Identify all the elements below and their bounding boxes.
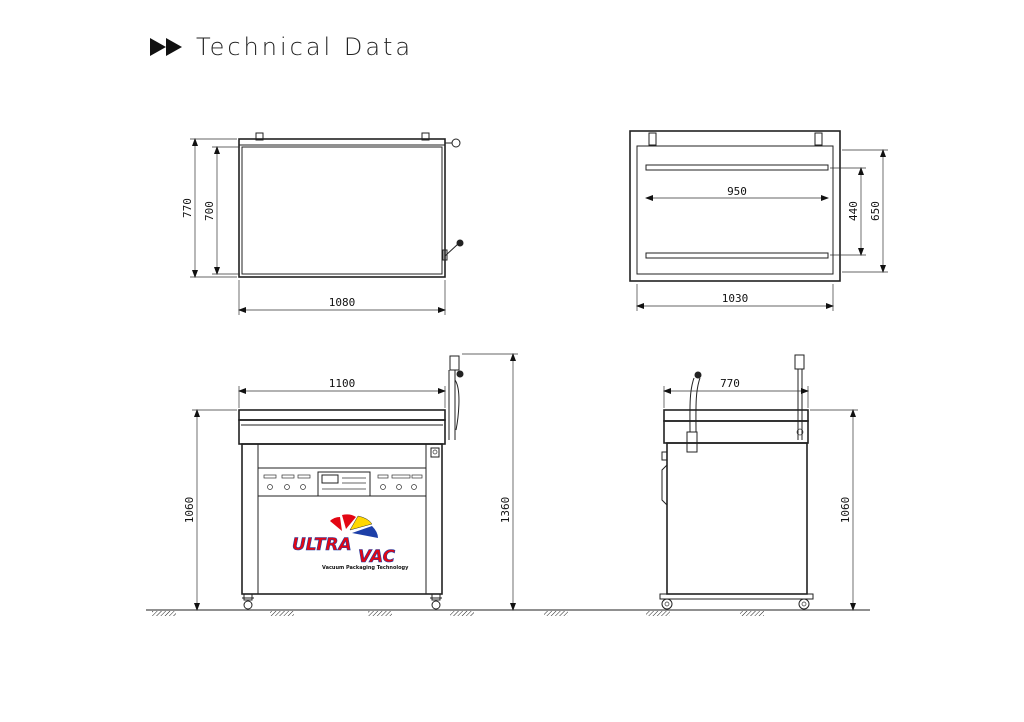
- page-title: Technical Data: [196, 33, 414, 61]
- logo-brand-ultra: ULTRA: [292, 535, 352, 555]
- side-view-dimensions: 770 1060: [663, 377, 858, 611]
- dim-lid-bar-length: 950: [727, 185, 747, 198]
- page-header: Technical Data: [148, 30, 413, 64]
- front-view: [238, 355, 464, 610]
- top-view-dimensions: 770 700 1080: [181, 138, 446, 315]
- dim-top-depth-outer: 770: [181, 198, 194, 218]
- dim-lid-height: 650: [869, 201, 882, 221]
- dim-side-height: 1060: [839, 497, 852, 524]
- dim-front-height: 1060: [183, 497, 196, 524]
- lid-view: [629, 130, 841, 282]
- dim-lid-width: 1030: [722, 292, 749, 305]
- lid-view-dimensions: 950 440 650 1030: [636, 149, 888, 311]
- top-view: [238, 132, 464, 278]
- front-view-dimensions: 1100 1060 1360: [183, 353, 518, 611]
- dim-front-height-open: 1360: [499, 497, 512, 524]
- ultravac-logo: ULTRA VAC Vacuum Packaging Technology: [292, 514, 409, 571]
- logo-brand-vac: VAC: [358, 547, 396, 567]
- dim-top-depth-inner: 700: [203, 201, 216, 221]
- dim-front-width: 1100: [329, 377, 356, 390]
- logo-tagline: Vacuum Packaging Technology: [322, 565, 409, 571]
- dim-side-depth: 770: [720, 377, 740, 390]
- side-view: [659, 354, 814, 610]
- floor-line: [146, 609, 870, 616]
- dim-lid-bar-spacing: 440: [847, 201, 860, 221]
- dim-top-width: 1080: [329, 296, 356, 309]
- double-arrow-icon: [150, 38, 182, 56]
